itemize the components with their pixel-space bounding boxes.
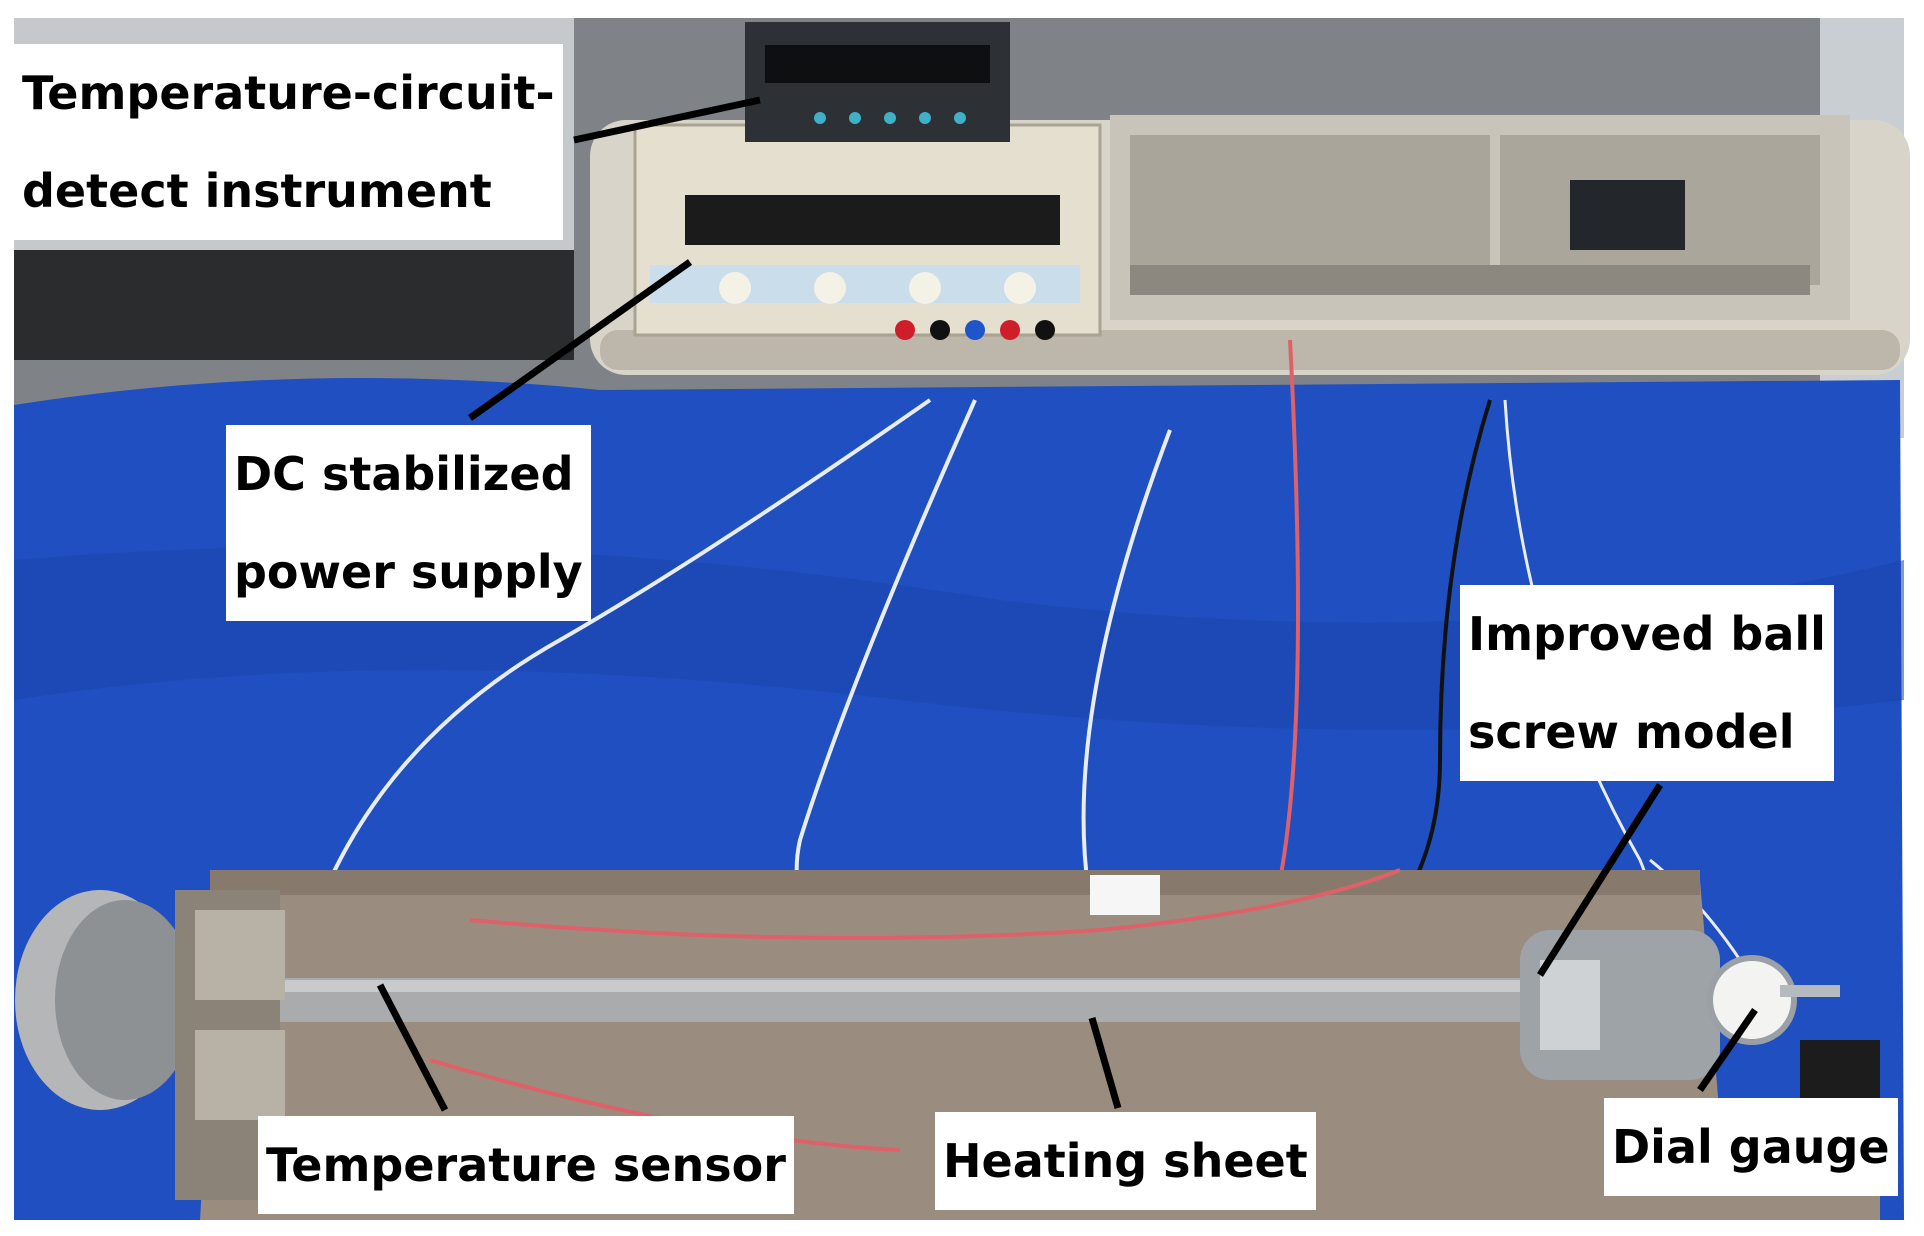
label-temperature-instrument: Temperature-circuit- detect instrument (14, 44, 563, 240)
leader-lines (376, 96, 1758, 1112)
label-dc-power-supply: DC stabilized power supply (226, 425, 591, 621)
dial-gauge-device (1707, 955, 1797, 1045)
label-heating-sheet: Heating sheet (935, 1112, 1316, 1210)
label-ball-screw-model: Improved ball screw model (1460, 585, 1834, 781)
label-dial-gauge: Dial gauge (1604, 1098, 1898, 1196)
label-temperature-sensor: Temperature sensor (258, 1116, 794, 1214)
